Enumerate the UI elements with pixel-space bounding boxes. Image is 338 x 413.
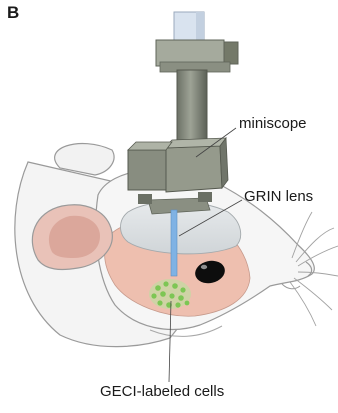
miniscope-side-box-top	[128, 142, 172, 150]
miniscope-connector-shade	[196, 12, 204, 42]
baseplate-screw	[138, 194, 152, 204]
geci-cell	[175, 302, 180, 307]
panel-letter: B	[7, 3, 19, 23]
geci-cell	[185, 301, 190, 306]
miniscope-top-block-side	[224, 42, 238, 64]
geci-cells-label: GECI-labeled cells	[100, 383, 224, 400]
grin-lens	[171, 210, 177, 276]
miniscope-lower-housing	[164, 146, 222, 192]
baseplate-screw	[198, 192, 212, 202]
geci-cell	[157, 300, 162, 305]
geci-cell	[160, 291, 166, 297]
grin-lens-label: GRIN lens	[244, 188, 313, 205]
geci-cell	[172, 283, 178, 289]
geci-cell	[169, 293, 174, 298]
miniscope-side-box	[128, 150, 166, 190]
geci-cell	[180, 287, 185, 292]
geci-cell	[163, 281, 168, 286]
mouse-mouth	[282, 284, 300, 289]
mouse-eye-highlight	[201, 265, 207, 269]
geci-cell	[155, 285, 161, 291]
geci-cell	[151, 293, 156, 298]
miniscope-lower-housing-top	[164, 138, 226, 148]
geci-cell	[178, 295, 184, 301]
miniscope-label: miniscope	[239, 115, 307, 132]
